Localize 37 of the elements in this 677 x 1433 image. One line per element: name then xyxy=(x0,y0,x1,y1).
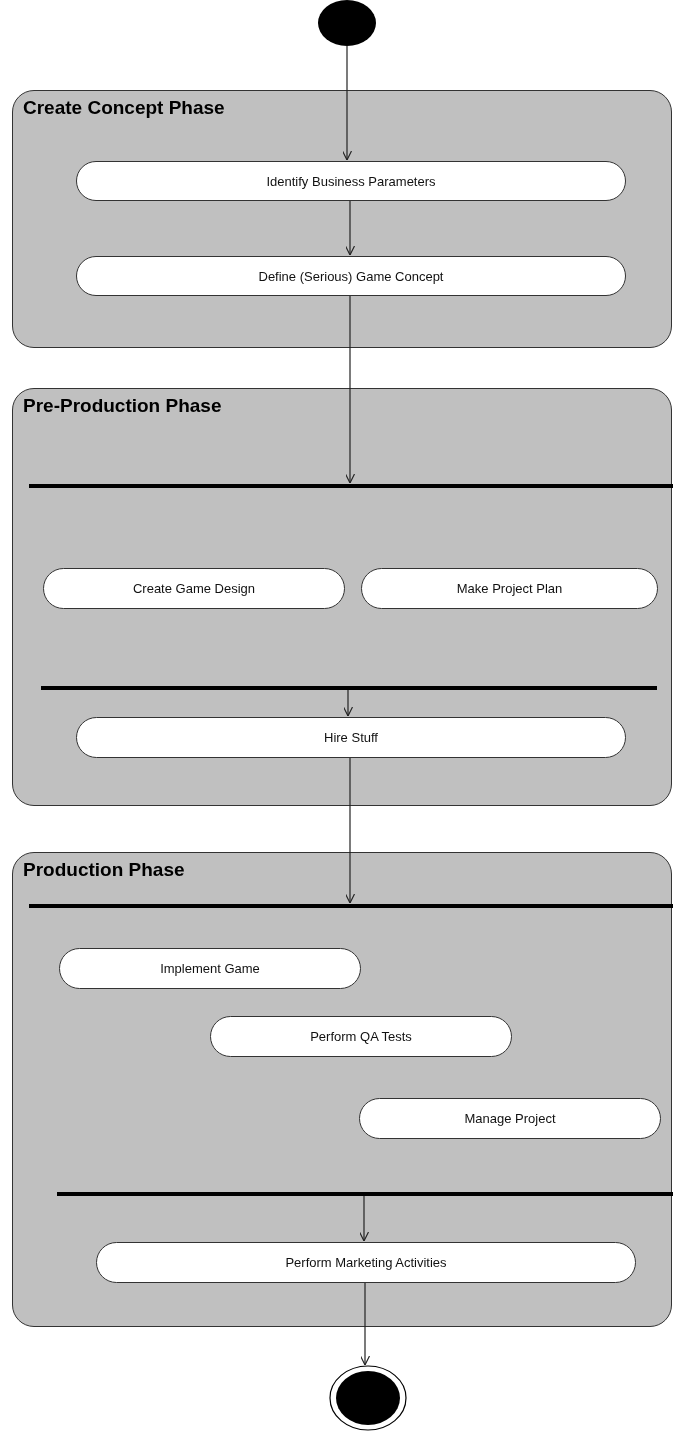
activity-label: Perform Marketing Activities xyxy=(285,1255,447,1270)
activity-box xyxy=(76,717,626,758)
synchronization-bar xyxy=(29,484,673,488)
control-flow-arrow xyxy=(358,1194,370,1242)
synchronization-bar xyxy=(41,686,657,690)
activity-box xyxy=(76,256,626,296)
activity-box xyxy=(361,568,658,609)
phase-title: Create Concept Phase xyxy=(23,97,225,119)
control-flow-arrow xyxy=(344,294,356,484)
phase-title: Pre-Production Phase xyxy=(23,395,222,417)
control-flow-arrow xyxy=(341,45,353,161)
phase-partition xyxy=(12,388,672,806)
control-flow-arrow xyxy=(342,688,354,717)
control-flow-arrow xyxy=(359,1281,371,1366)
activity-label: Make Project Plan xyxy=(456,581,563,596)
activity-label: Manage Project xyxy=(464,1111,556,1126)
activity-box xyxy=(76,161,626,201)
control-flow-arrow xyxy=(344,756,356,904)
activity-box xyxy=(359,1098,661,1139)
activity-label: Implement Game xyxy=(160,961,260,976)
activity-label: Define (Serious) Game Concept xyxy=(258,268,444,284)
initial-node xyxy=(318,0,376,46)
activity-box xyxy=(96,1242,636,1283)
synchronization-bar xyxy=(57,1192,673,1196)
phase-partition xyxy=(12,852,672,1327)
phase-title: Production Phase xyxy=(23,859,185,881)
activity-box xyxy=(59,948,361,989)
synchronization-bar xyxy=(29,904,673,908)
activity-label: Perform QA Tests xyxy=(310,1029,412,1044)
activity-label: Hire Stuff xyxy=(324,730,378,745)
control-flow-arrow xyxy=(344,199,356,256)
activity-label: Identify Business Parameters xyxy=(266,173,436,189)
activity-label: Create Game Design xyxy=(132,581,256,596)
activity-box xyxy=(210,1016,512,1057)
phase-partition xyxy=(12,90,672,348)
final-node xyxy=(329,1365,407,1431)
activity-box xyxy=(43,568,345,609)
